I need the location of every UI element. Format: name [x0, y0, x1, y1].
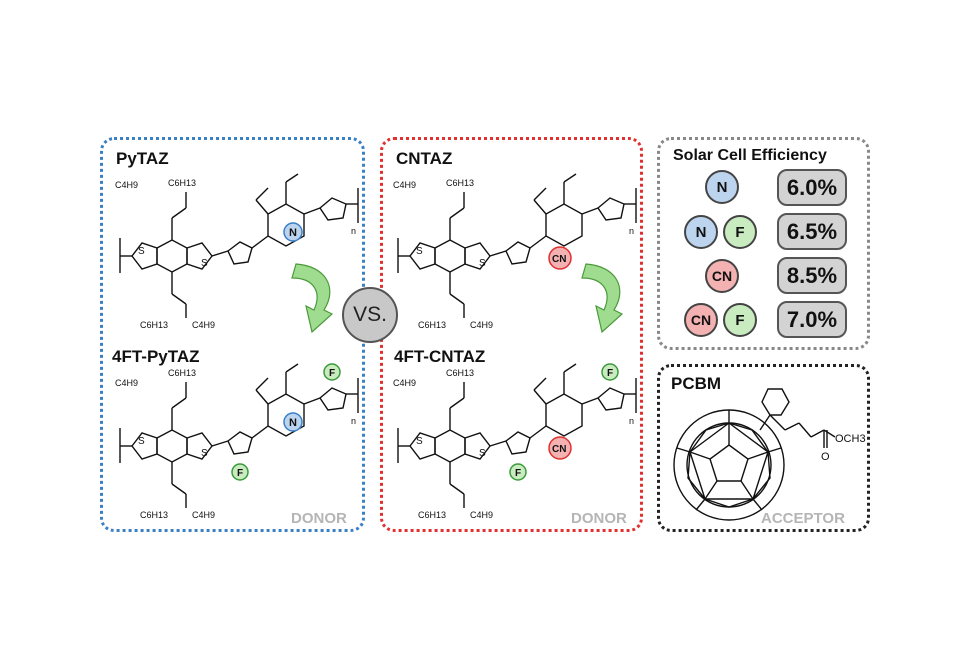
n-substituent-highlight: [283, 222, 303, 242]
c6h13-label: C6H13: [418, 320, 446, 330]
carbonyl-oxygen-label: O: [821, 451, 830, 463]
efficiency-row-2-value: 6.5%: [777, 213, 847, 250]
c4h9-label: C4H9: [192, 320, 215, 330]
efficiency-title: Solar Cell Efficiency: [673, 147, 827, 164]
efficiency-panel: [657, 137, 870, 350]
c6h13-label: C6H13: [168, 368, 196, 378]
pcbm-acceptor-panel: [657, 364, 870, 532]
sulfur-label: S: [416, 246, 423, 257]
sulfur-label: S: [138, 436, 145, 447]
versus-badge: VS.: [342, 287, 398, 343]
repeat-index-label: n: [351, 226, 356, 236]
efficiency-row-4-cn-badge: CN: [684, 303, 718, 337]
repeat-index-label: n: [351, 416, 356, 426]
efficiency-row-4-f-badge: F: [723, 303, 757, 337]
pcbm-structure: O OCH3: [673, 388, 866, 521]
cntaz-structure: CN C6H13 C4H9 C6H13 C4H9 S S n: [393, 173, 637, 330]
cntaz-role-label: DONOR: [571, 510, 627, 527]
repeat-index-label: n: [629, 416, 634, 426]
c4h9-label: C4H9: [393, 378, 416, 388]
pytaz-role-label: DONOR: [291, 510, 347, 527]
4ft-pytaz-title: 4FT-PyTAZ: [112, 347, 200, 366]
efficiency-row-2-n-badge: N: [684, 215, 718, 249]
sulfur-label: S: [201, 448, 208, 459]
f-substituent-highlight: [323, 363, 341, 381]
cn-substituent-highlight: [548, 436, 572, 460]
fluorine-label: F: [607, 368, 613, 379]
4ft-cntaz-structure: CN F F C6H13 C4H9 C6H13 C4H9 S S n: [393, 363, 637, 520]
cyano-label: CN: [552, 444, 566, 455]
fullerene-icon: [673, 409, 785, 521]
f-substituent-highlight: [231, 463, 249, 481]
f-substituent-highlight: [601, 363, 619, 381]
efficiency-row-1-value: 6.0%: [777, 169, 847, 206]
c4h9-label: C4H9: [115, 180, 138, 190]
c6h13-label: C6H13: [168, 178, 196, 188]
repeat-index-label: n: [629, 226, 634, 236]
pytaz-title: PyTAZ: [116, 149, 169, 168]
efficiency-row-2-f-badge: F: [723, 215, 757, 249]
4ft-pytaz-structure: N F F C6H13 C4H9 C6H13 C4H9 S S n: [115, 363, 359, 520]
efficiency-row-1-n-badge: N: [705, 170, 739, 204]
efficiency-row-4-value: 7.0%: [777, 301, 847, 338]
c4h9-label: C4H9: [470, 510, 493, 520]
fluorine-label: F: [329, 368, 335, 379]
pytaz-structure: N C6H13 C4H9 C6H13 C4H9 S S n: [115, 173, 359, 330]
4ft-cntaz-title: 4FT-CNTAZ: [394, 347, 486, 366]
c6h13-label: C6H13: [446, 368, 474, 378]
c6h13-label: C6H13: [140, 320, 168, 330]
ester-methoxy-label: OCH3: [835, 433, 866, 445]
f-substituent-highlight: [509, 463, 527, 481]
cn-substituent-highlight: [548, 246, 572, 270]
c4h9-label: C4H9: [470, 320, 493, 330]
ester-side-chain: [759, 388, 836, 448]
sulfur-label: S: [416, 436, 423, 447]
sulfur-label: S: [479, 448, 486, 459]
cyano-label: CN: [552, 254, 566, 265]
c4h9-label: C4H9: [192, 510, 215, 520]
curved-down-arrow-icon: [291, 263, 334, 334]
efficiency-row-3-value: 8.5%: [777, 257, 847, 294]
n-substituent-highlight: [283, 412, 303, 432]
c4h9-label: C4H9: [115, 378, 138, 388]
sulfur-label: S: [201, 258, 208, 269]
pcbm-title: PCBM: [671, 374, 722, 393]
c6h13-label: C6H13: [140, 510, 168, 520]
curved-down-arrow-icon: [581, 263, 624, 334]
cntaz-title: CNTAZ: [396, 149, 453, 168]
c6h13-label: C6H13: [446, 178, 474, 188]
fluorine-label: F: [237, 468, 243, 479]
efficiency-row-3-cn-badge: CN: [705, 259, 739, 293]
sulfur-label: S: [479, 258, 486, 269]
c6h13-label: C6H13: [418, 510, 446, 520]
c4h9-label: C4H9: [393, 180, 416, 190]
pyridine-n-label: N: [289, 417, 297, 429]
fluorine-label: F: [515, 468, 521, 479]
pyridine-n-label: N: [289, 227, 297, 239]
pcbm-role-label: ACCEPTOR: [761, 510, 845, 527]
sulfur-label: S: [138, 246, 145, 257]
